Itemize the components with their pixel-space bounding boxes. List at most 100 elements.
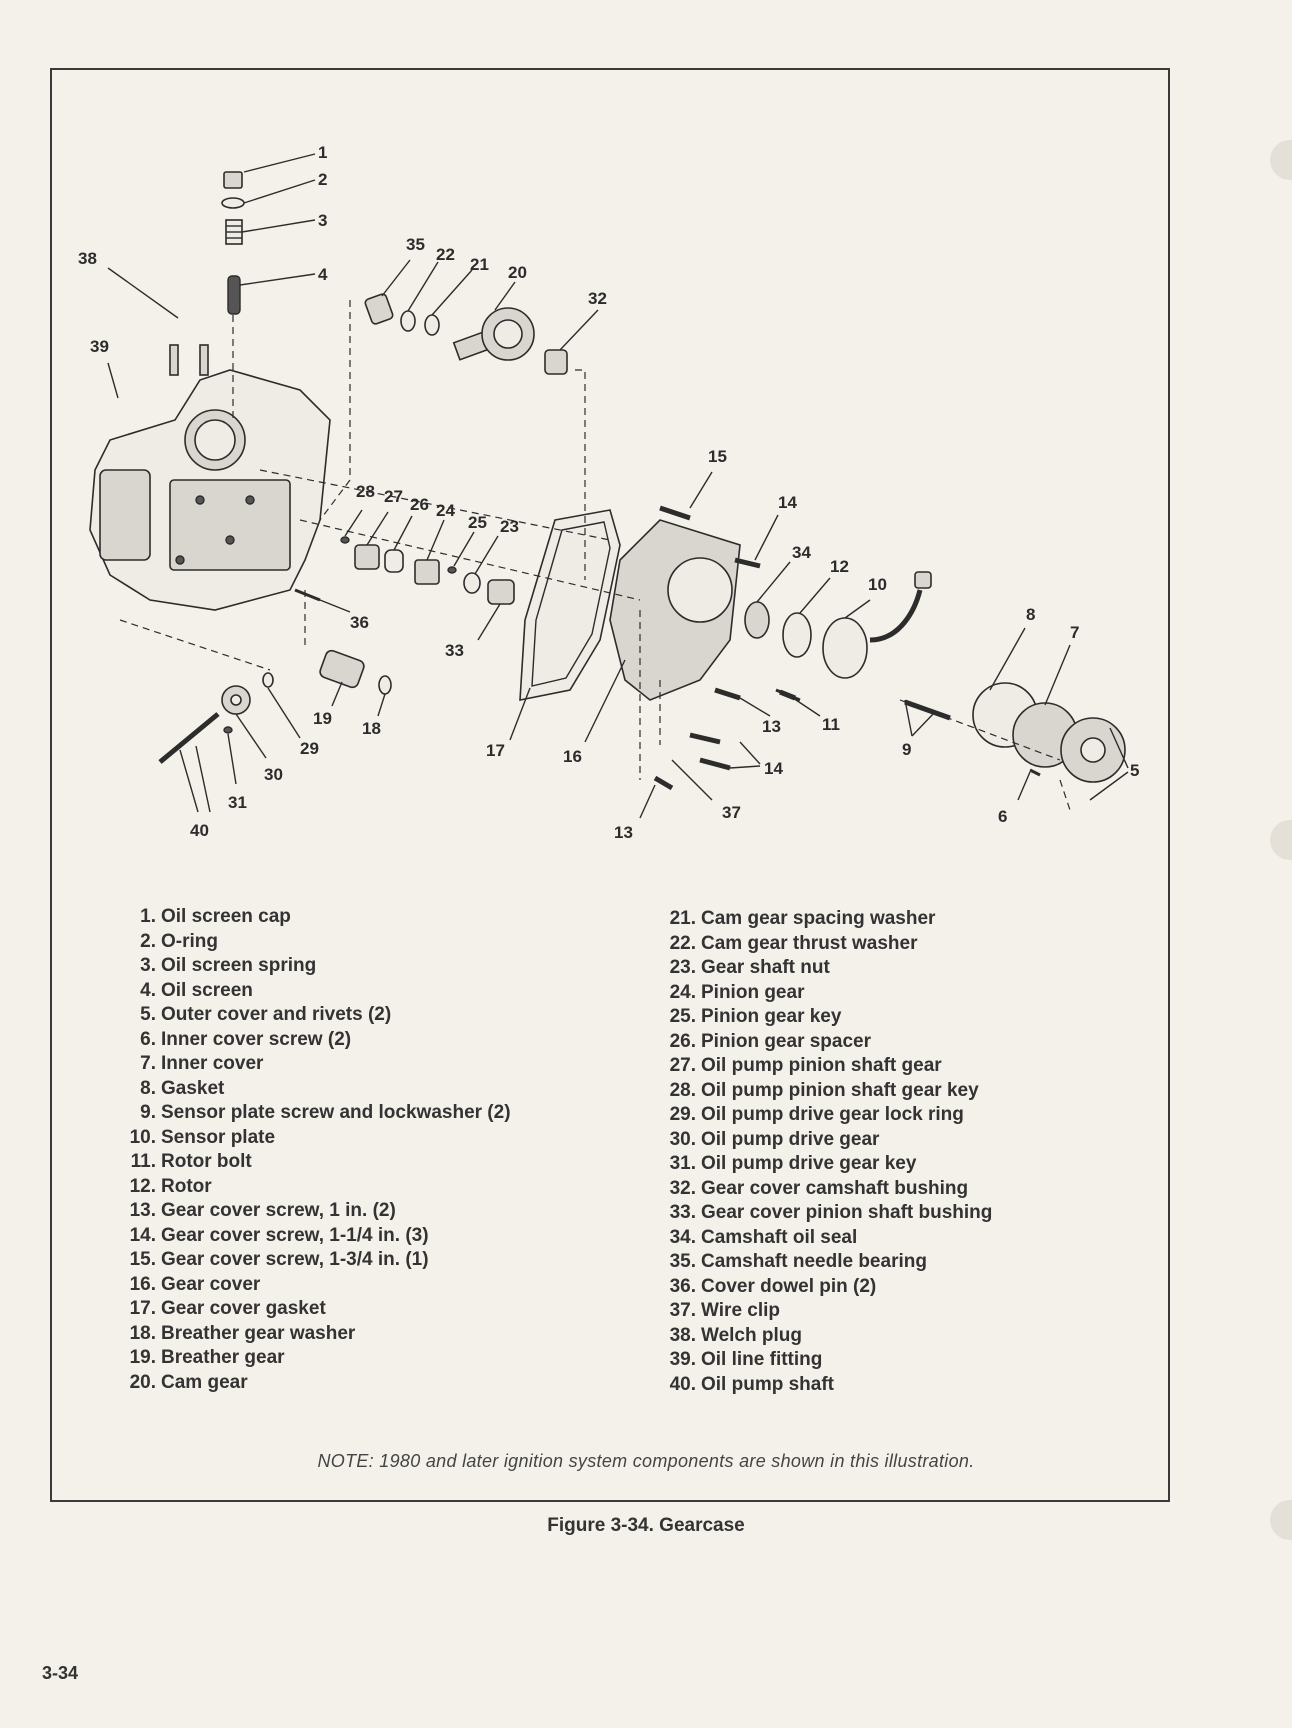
legend-item: 35.Camshaft needle bearing — [669, 1251, 927, 1272]
callout-21: 21 — [470, 255, 489, 274]
legend-item: 38.Welch plug — [669, 1324, 802, 1346]
legend-item: 30.Oil pump drive gear — [669, 1128, 880, 1150]
legend-item: 31.Oil pump drive gear key — [669, 1153, 917, 1174]
callout-37: 37 — [722, 803, 741, 822]
legend-item: 14.Gear cover screw, 1-1/4 in. (3) — [129, 1224, 429, 1246]
camshaft-parts — [364, 293, 568, 375]
legend-right-column: 21.Cam gear spacing washer 22.Cam gear t… — [660, 907, 993, 1397]
callout-38: 38 — [78, 249, 97, 268]
callout-36: 36 — [350, 613, 369, 632]
legend-item: 21.Cam gear spacing washer — [669, 908, 936, 929]
page-number: 3-34 — [42, 1663, 79, 1683]
covers — [904, 682, 1126, 783]
callout-4: 4 — [318, 265, 328, 284]
legend-item: 6.Inner cover screw (2) — [140, 1028, 352, 1050]
callout-34: 34 — [792, 543, 811, 562]
ignition-parts — [744, 571, 932, 702]
legend-item: 18.Breather gear washer — [129, 1322, 356, 1344]
callout-35: 35 — [406, 235, 425, 254]
legend-item: 34.Camshaft oil seal — [669, 1226, 858, 1248]
legend-item: 33.Gear cover pinion shaft bushing — [669, 1202, 993, 1223]
legend-item: 3.Oil screen spring — [140, 955, 317, 976]
callout-39: 39 — [90, 337, 109, 356]
figure-caption: Figure 3-34. Gearcase — [547, 1515, 745, 1536]
legend-item: 2.O-ring — [140, 930, 218, 952]
legend-item: 8.Gasket — [140, 1077, 225, 1099]
callout-25: 25 — [468, 513, 487, 532]
legend-item: 16.Gear cover — [129, 1273, 261, 1295]
legend-item: 17.Gear cover gasket — [129, 1298, 326, 1319]
callout-11: 11 — [822, 715, 840, 734]
legend-item: 36.Cover dowel pin (2) — [669, 1275, 877, 1297]
legend-item: 22.Cam gear thrust washer — [669, 932, 918, 954]
legend-item: 19.Breather gear — [129, 1347, 285, 1368]
callout-20: 20 — [508, 263, 527, 282]
gear-cover-gasket — [519, 509, 621, 701]
callout-6: 6 — [998, 807, 1007, 826]
figure-frame — [50, 68, 1170, 1502]
legend-item: 9.Sensor plate screw and lockwasher (2) — [140, 1102, 511, 1123]
leader-lines — [107, 153, 1129, 819]
pinion-parts — [340, 536, 515, 605]
legend-item: 12.Rotor — [129, 1175, 212, 1197]
legend-item: 4.Oil screen — [140, 979, 253, 1001]
callout-32: 32 — [588, 289, 607, 308]
callout-10: 10 — [868, 575, 887, 594]
legend-item: 39.Oil line fitting — [669, 1349, 823, 1370]
gearcase-exploded-diagram: 1 2 3 4 5 6 7 8 9 10 11 12 13 13 14 14 1… — [78, 143, 1139, 842]
callout-8: 8 — [1026, 605, 1035, 624]
callout-13-b: 13 — [614, 823, 633, 842]
legend-item: 20.Cam gear — [129, 1371, 248, 1393]
callout-12: 12 — [830, 557, 849, 576]
callout-14-b: 14 — [764, 759, 783, 778]
callout-28: 28 — [356, 482, 375, 501]
legend-item: 37.Wire clip — [669, 1300, 781, 1321]
illustration-note: NOTE: 1980 and later ignition system com… — [317, 1451, 975, 1471]
legend-item: 26.Pinion gear spacer — [669, 1030, 872, 1052]
callout-18: 18 — [362, 719, 381, 738]
legend-item: 32.Gear cover camshaft bushing — [669, 1177, 969, 1199]
callout-2: 2 — [318, 170, 327, 189]
legend-item: 1.Oil screen cap — [140, 906, 291, 927]
legend-item: 24.Pinion gear — [669, 981, 805, 1003]
oil-screen-stack — [221, 171, 245, 315]
breather-oilpump-parts — [158, 588, 392, 764]
legend-item: 29.Oil pump drive gear lock ring — [669, 1104, 964, 1125]
crankcase — [89, 344, 331, 611]
binder-hole-bottom — [1270, 1500, 1292, 1540]
callout-19: 19 — [313, 709, 332, 728]
callout-1: 1 — [318, 143, 327, 162]
legend-item: 40.Oil pump shaft — [669, 1373, 834, 1395]
binder-hole-middle — [1270, 820, 1292, 860]
callout-13-a: 13 — [762, 717, 781, 736]
binder-hole-top — [1270, 140, 1292, 180]
callout-3: 3 — [318, 211, 327, 230]
callout-24: 24 — [436, 501, 455, 520]
callout-30: 30 — [264, 765, 283, 784]
callout-14-a: 14 — [778, 493, 797, 512]
legend-item: 23.Gear shaft nut — [669, 957, 830, 978]
callout-9: 9 — [902, 740, 911, 759]
legend-item: 28.Oil pump pinion shaft gear key — [669, 1079, 979, 1101]
callout-22: 22 — [436, 245, 455, 264]
callout-27: 27 — [384, 487, 403, 506]
callout-15: 15 — [708, 447, 727, 466]
callout-33: 33 — [445, 641, 464, 660]
legend-item: 7.Inner cover — [140, 1053, 264, 1074]
legend-item: 15.Gear cover screw, 1-3/4 in. (1) — [129, 1249, 429, 1270]
callout-26: 26 — [410, 495, 429, 514]
legend-item: 11.Rotor bolt — [130, 1151, 252, 1172]
legend-item: 13.Gear cover screw, 1 in. (2) — [129, 1200, 396, 1221]
legend-left-column: 1.Oil screen cap 2.O-ring 3.Oil screen s… — [120, 905, 511, 1395]
callout-5: 5 — [1130, 761, 1139, 780]
callout-17: 17 — [486, 741, 505, 760]
legend-item: 10.Sensor plate — [129, 1126, 276, 1148]
callout-40: 40 — [190, 821, 209, 840]
callout-16: 16 — [563, 747, 582, 766]
callout-29: 29 — [300, 739, 319, 758]
legend-item: 5.Outer cover and rivets (2) — [140, 1004, 392, 1025]
legend-item: 25.Pinion gear key — [669, 1006, 842, 1027]
legend-item: 27.Oil pump pinion shaft gear — [669, 1055, 942, 1076]
callout-7: 7 — [1070, 623, 1079, 642]
alignment-lines — [119, 300, 1071, 811]
